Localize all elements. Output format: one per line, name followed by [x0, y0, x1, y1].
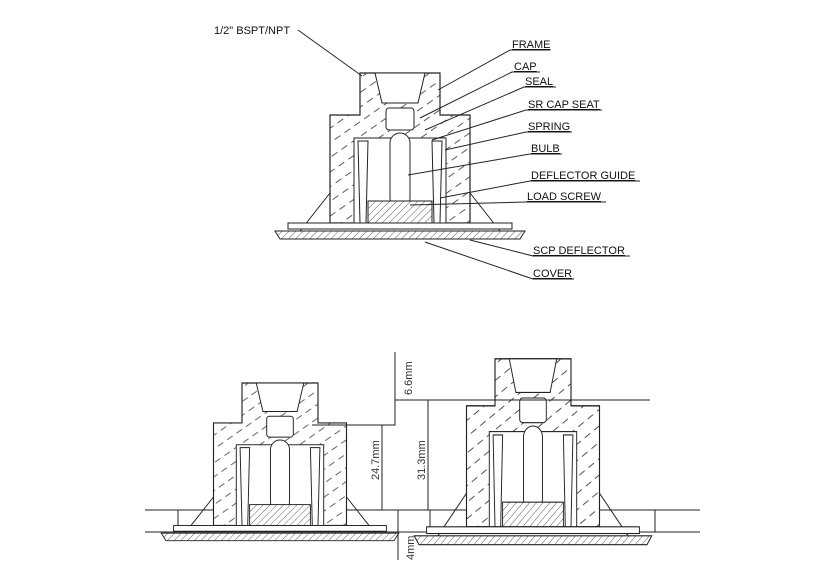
callout-labels: 1/2" BSPT/NPT FRAME CAP SEAL SR CAP SEAT…: [214, 25, 635, 280]
label-sr-cap-seat: SR CAP SEAT: [528, 99, 600, 111]
label-spring: SPRING: [528, 121, 570, 133]
label-deflector-guide: DEFLECTOR GUIDE: [531, 170, 635, 182]
label-scp-deflector: SCP DEFLECTOR: [533, 245, 625, 257]
dim-24-7mm: 24.7mm: [370, 440, 382, 480]
label-cap: CAP: [514, 61, 537, 73]
dimension-lines: [312, 352, 650, 560]
sprinkler-recessed: [160, 382, 400, 542]
leader-lines: [297, 29, 640, 280]
dim-4mm: 4mm: [405, 536, 417, 560]
label-frame: FRAME: [512, 39, 551, 51]
sprinkler-extended: [413, 358, 653, 546]
dimension-labels: 6.6mm 24.7mm 31.3mm 4mm: [370, 361, 428, 560]
label-cover: COVER: [533, 268, 572, 280]
dim-6-6mm: 6.6mm: [403, 361, 415, 395]
sprinkler-cross-section: [274, 72, 526, 240]
label-thread: 1/2" BSPT/NPT: [214, 25, 290, 37]
label-load-screw: LOAD SCREW: [527, 191, 602, 203]
label-bulb: BULB: [531, 143, 560, 155]
dim-31-3mm: 31.3mm: [416, 440, 428, 480]
label-seal: SEAL: [525, 76, 553, 88]
